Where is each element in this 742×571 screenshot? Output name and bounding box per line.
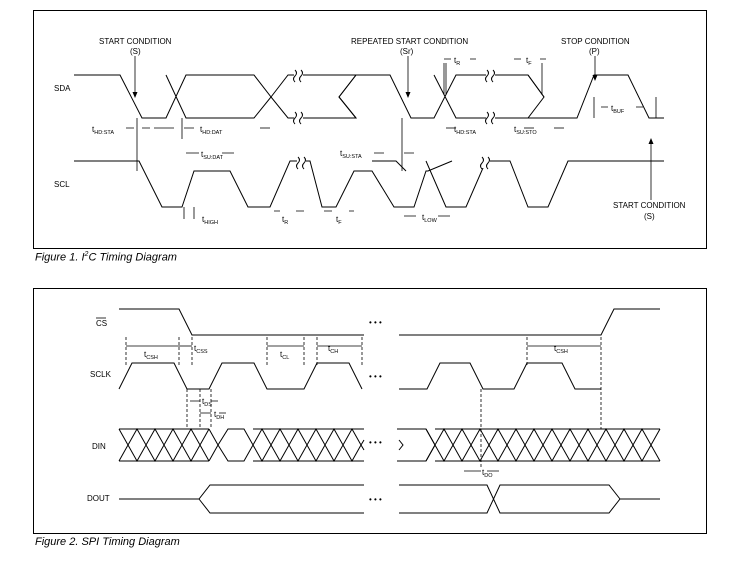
- repeated-start-symbol: (Sr): [400, 47, 414, 56]
- t-buf: tBUF: [611, 104, 625, 115]
- i2c-timing-diagram: SDA SCL START CONDITION (S) REPEATED STA…: [54, 37, 686, 226]
- cs-waveform: [119, 308, 660, 336]
- t-f-2: tF: [526, 56, 532, 67]
- t-do: tDO: [482, 468, 493, 479]
- t-high: tHIGH: [202, 215, 218, 226]
- condition-arrows: [132, 56, 654, 200]
- t-ch: tCH: [328, 344, 338, 355]
- repeated-start-condition-label: REPEATED START CONDITION: [351, 37, 468, 46]
- i2c-timing-panel: SDA SCL START CONDITION (S) REPEATED STA…: [33, 10, 707, 249]
- spi-timing-diagram: CS SCLK DIN DOUT • • • • • • • • • • • •: [87, 308, 661, 514]
- t-su-dat: tSU:DAT: [201, 150, 224, 161]
- din-ellipsis: • • •: [369, 438, 382, 447]
- dout-waveform: [119, 484, 660, 514]
- t-css: tCSS: [194, 344, 208, 355]
- figure-2-caption: Figure 2. SPI Timing Diagram: [35, 536, 180, 548]
- t-r-2: tR: [454, 56, 460, 67]
- t-hd-sta-2: tHD:STA: [454, 125, 476, 136]
- t-su-sto: tSU:STO: [514, 125, 537, 136]
- sda-label: SDA: [54, 84, 71, 93]
- spi-timing-panel: CS SCLK DIN DOUT • • • • • • • • • • • •: [33, 288, 707, 534]
- start-condition-2-symbol: (S): [644, 212, 655, 221]
- start-condition-label: START CONDITION: [99, 37, 172, 46]
- spi-reference-lines: [125, 337, 602, 467]
- scl-label: SCL: [54, 180, 70, 189]
- t-low: tLOW: [422, 213, 438, 224]
- sclk-ellipsis: • • •: [369, 372, 382, 381]
- dout-ellipsis: • • •: [369, 495, 382, 504]
- sclk-waveform: [118, 362, 601, 390]
- i2c-timing-markers: [126, 58, 657, 219]
- t-csh-1: tCSH: [144, 350, 158, 361]
- t-f-1: tF: [336, 215, 342, 226]
- figure-1-caption: Figure 1. I2C Timing Diagram: [35, 251, 177, 264]
- start-condition-2-label: START CONDITION: [613, 201, 686, 210]
- sclk-label: SCLK: [90, 370, 112, 379]
- t-csh-2: tCSH: [554, 344, 568, 355]
- scl-waveform: [74, 156, 664, 208]
- start-condition-symbol: (S): [130, 47, 141, 56]
- stop-condition-label: STOP CONDITION: [561, 37, 630, 46]
- t-hd-sta-1: tHD:STA: [92, 125, 114, 136]
- t-hd-dat: tHD:DAT: [200, 125, 223, 136]
- spi-timing-markers: [126, 345, 601, 472]
- t-ds: tDS: [202, 397, 212, 408]
- sda-waveform: [74, 69, 664, 125]
- cs-label: CS: [96, 319, 107, 328]
- t-dh: tDH: [214, 410, 224, 421]
- t-su-sta: tSU:STA: [340, 149, 362, 160]
- din-label: DIN: [92, 442, 106, 451]
- stop-condition-symbol: (P): [589, 47, 600, 56]
- t-r-1: tR: [282, 215, 288, 226]
- cs-ellipsis: • • •: [369, 318, 382, 327]
- dout-label: DOUT: [87, 494, 110, 503]
- t-cl: tCL: [280, 350, 289, 361]
- din-waveform: [118, 427, 661, 463]
